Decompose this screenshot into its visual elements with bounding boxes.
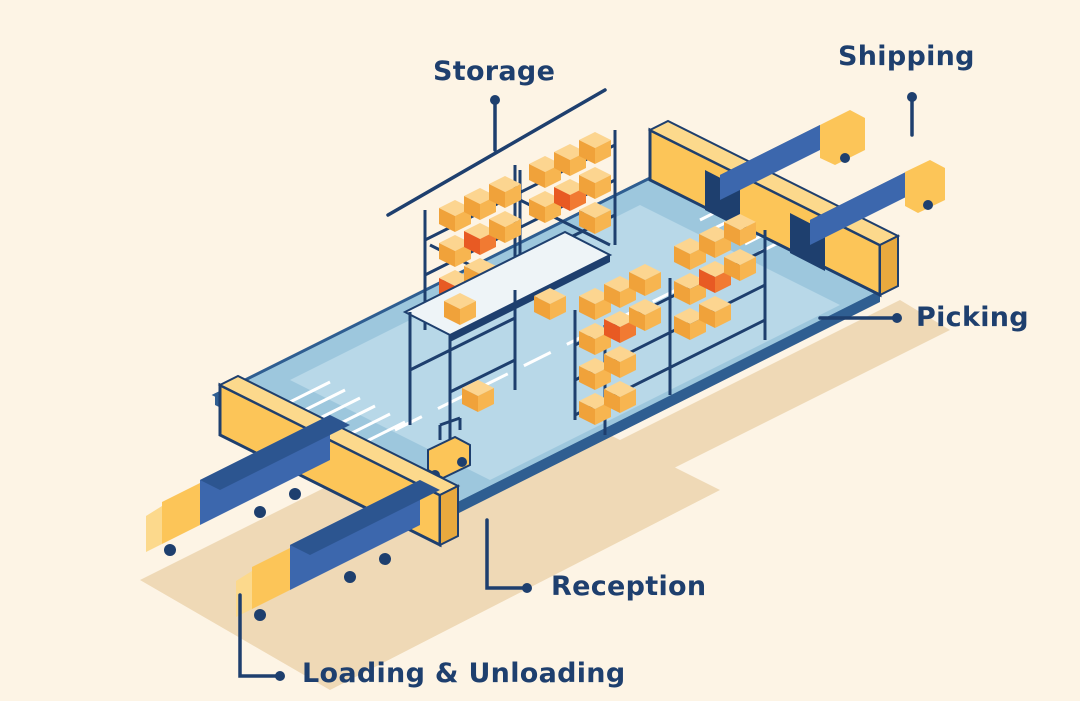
callout-dots [275, 92, 917, 681]
reception-label: Reception [551, 571, 707, 602]
shipping-truck-2 [810, 160, 945, 245]
shipping-label: Shipping [838, 41, 975, 72]
picking-label: Picking [916, 302, 1029, 333]
shipping-truck-1 [720, 110, 865, 200]
callout-lines [238, 88, 914, 678]
storage-label: Storage [433, 56, 556, 87]
storage-rack-front-left [408, 290, 517, 445]
loading-unloading-label: Loading & Unloading [302, 658, 626, 689]
